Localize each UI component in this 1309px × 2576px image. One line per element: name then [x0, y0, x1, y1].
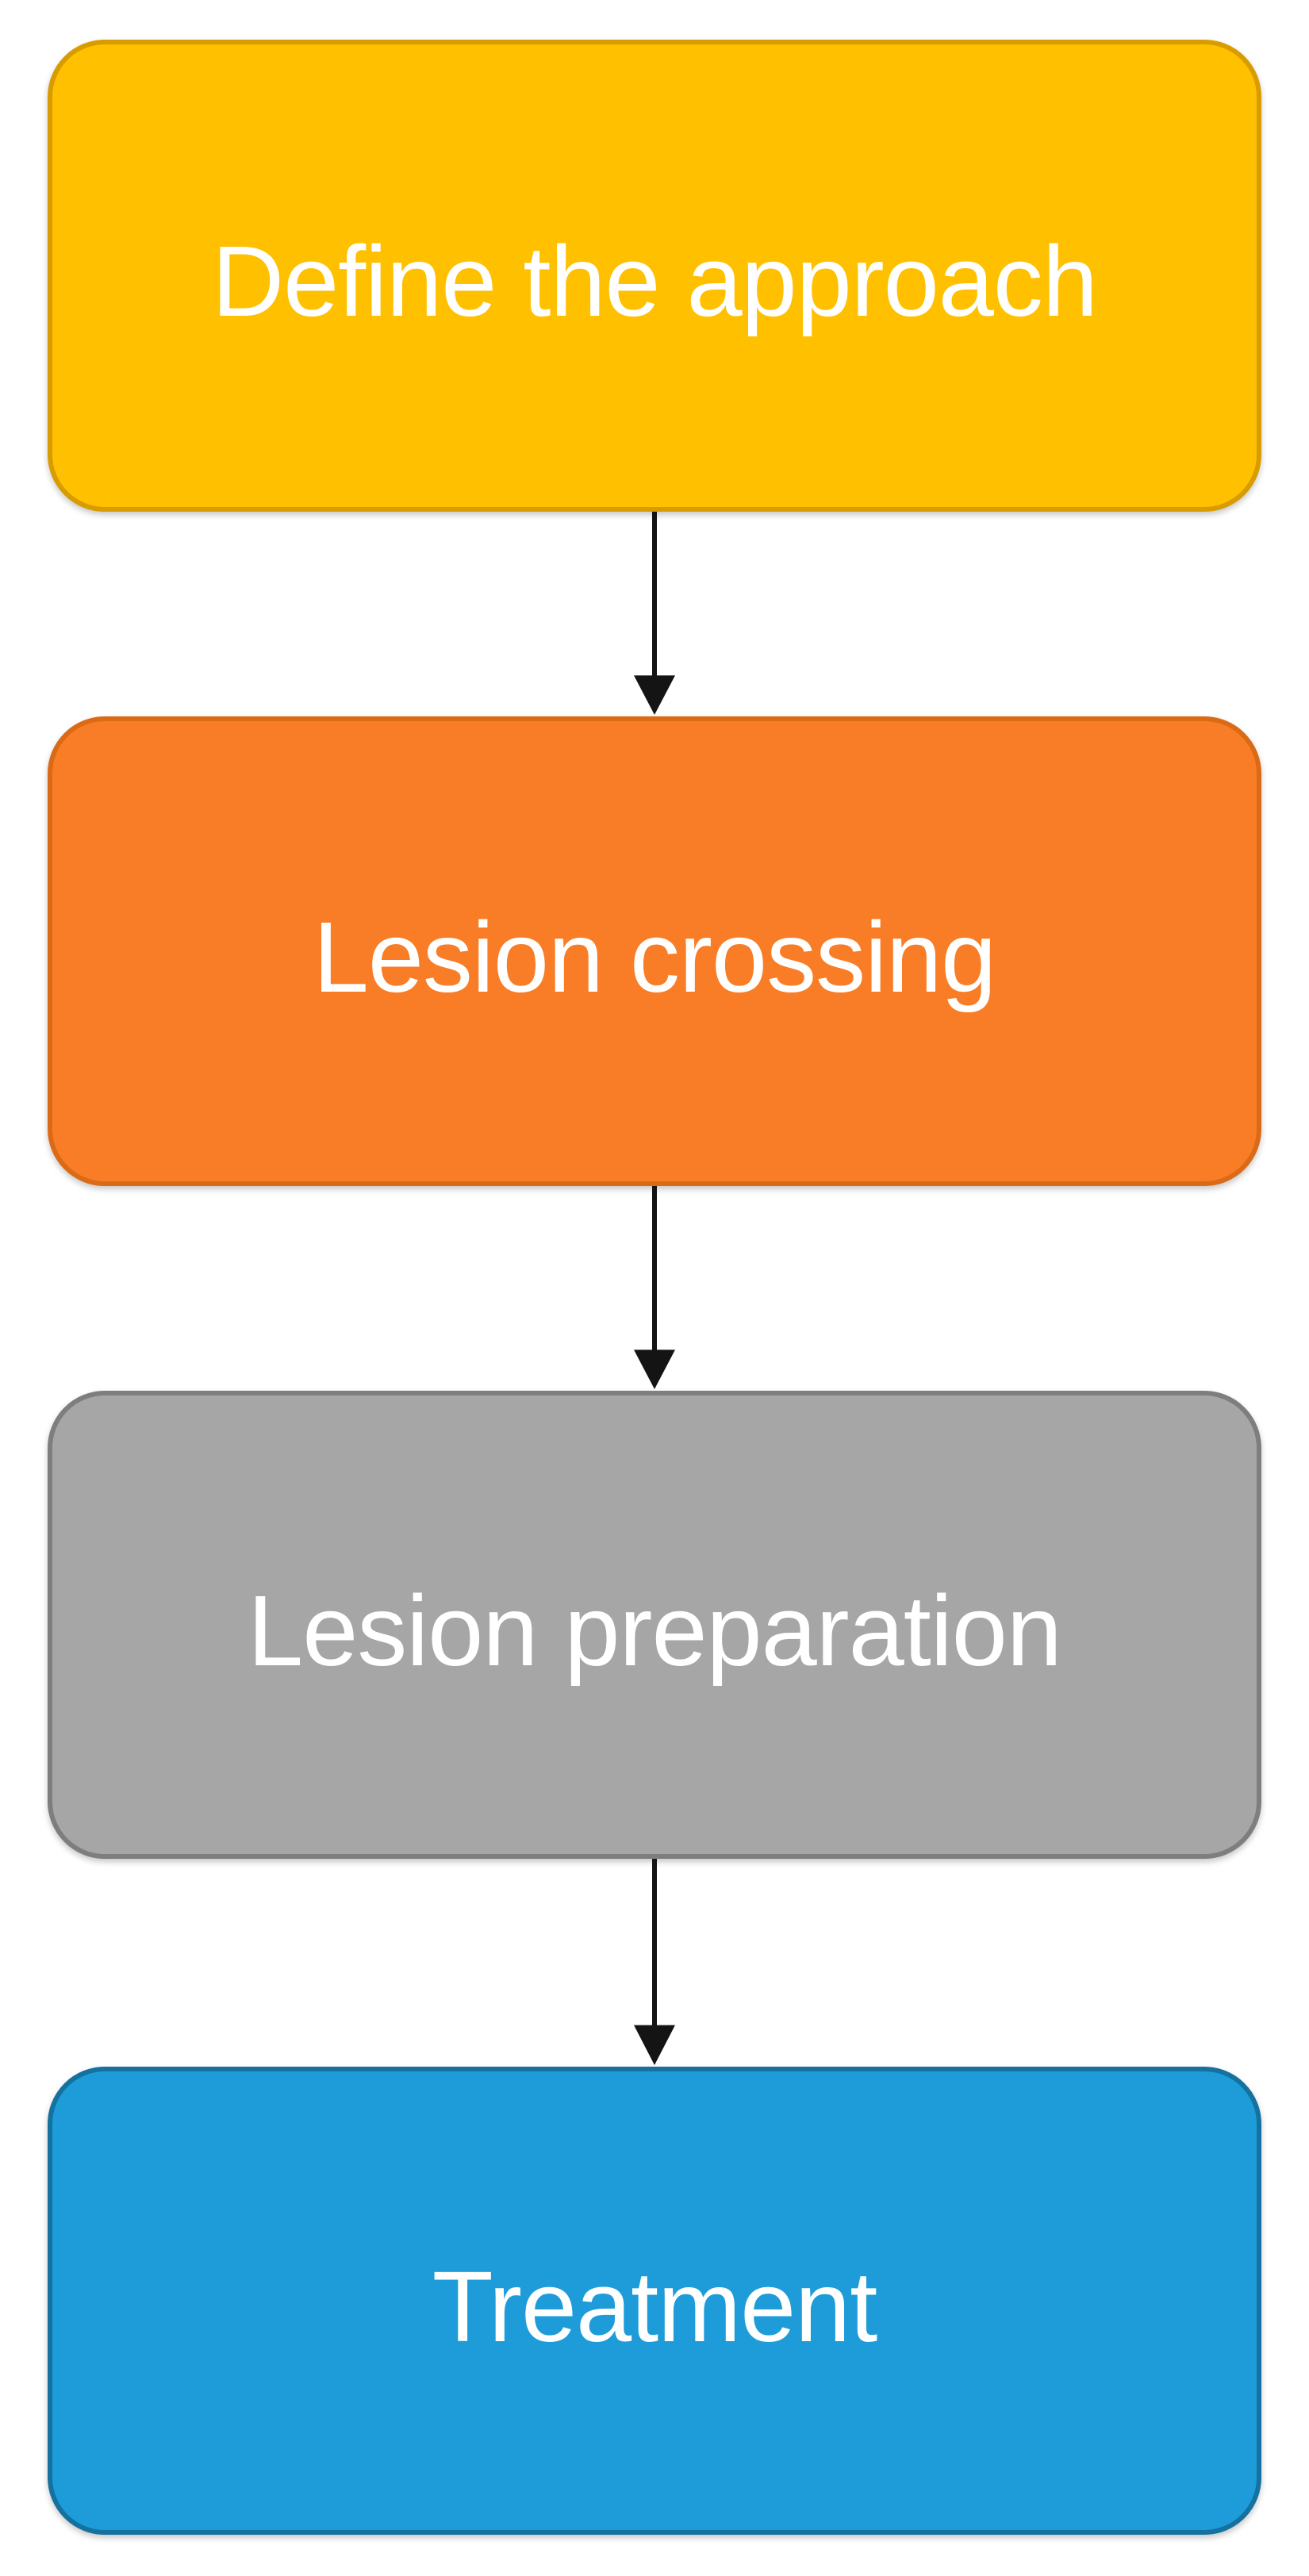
step-label-define-approach: Define the approach	[212, 225, 1098, 338]
step-box-treatment: Treatment	[48, 2067, 1261, 2535]
down-arrow-connector-1	[634, 512, 675, 716]
down-arrow-connector-3	[634, 1859, 675, 2065]
step-label-lesion-crossing: Lesion crossing	[313, 900, 996, 1013]
arrow-head-icon	[634, 675, 675, 716]
step-label-lesion-preparation: Lesion preparation	[248, 1574, 1062, 1687]
arrow-head-icon	[634, 1349, 675, 1390]
arrow-head-icon	[634, 2025, 675, 2065]
step-box-lesion-preparation: Lesion preparation	[48, 1391, 1261, 1859]
step-label-treatment: Treatment	[432, 2250, 878, 2363]
step-box-define-approach: Define the approach	[48, 40, 1261, 512]
step-box-lesion-crossing: Lesion crossing	[48, 716, 1261, 1186]
down-arrow-connector-2	[634, 1186, 675, 1390]
